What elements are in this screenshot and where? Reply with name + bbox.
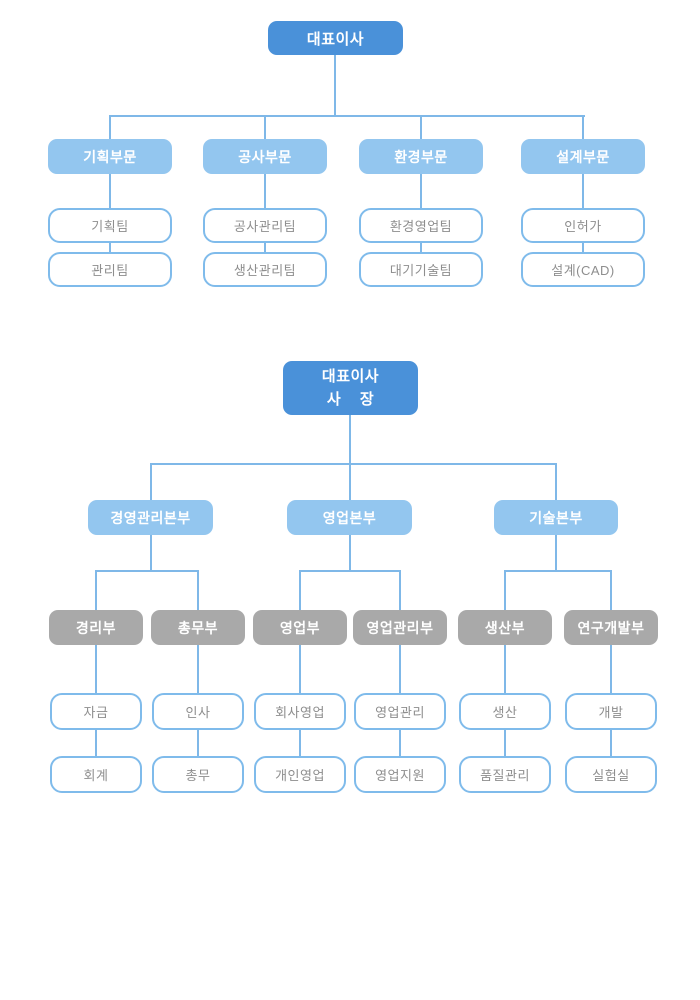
connector-vline bbox=[504, 570, 506, 611]
connector-vline bbox=[95, 645, 97, 694]
team-env-sales: 환경영업팀 bbox=[359, 208, 483, 243]
team-funds: 자금 bbox=[50, 693, 142, 730]
dept-design: 설계부문 bbox=[521, 139, 645, 174]
connector-vline bbox=[610, 645, 612, 694]
connector-vline bbox=[399, 570, 401, 611]
team-air-tech: 대기기술팀 bbox=[359, 252, 483, 287]
dept-construction: 공사부문 bbox=[203, 139, 327, 174]
ceo-box: 대표이사 bbox=[268, 21, 403, 55]
connector-vline bbox=[264, 174, 266, 210]
connector-vline bbox=[197, 645, 199, 694]
connector-vline bbox=[555, 535, 557, 571]
connector-vline bbox=[264, 115, 266, 141]
connector-vline bbox=[109, 174, 111, 210]
connector-vline bbox=[95, 570, 97, 611]
connector-vline bbox=[504, 729, 506, 757]
team-development: 개발 bbox=[565, 693, 657, 730]
connector-vline bbox=[150, 535, 152, 571]
div-management-hq: 경영관리본부 bbox=[88, 500, 213, 535]
connector-vline bbox=[109, 115, 111, 141]
connector-vline bbox=[420, 174, 422, 210]
connector-vline bbox=[299, 645, 301, 694]
connector-hline bbox=[504, 570, 612, 572]
team-production-mgmt: 생산관리팀 bbox=[203, 252, 327, 287]
team-lab: 실험실 bbox=[565, 756, 657, 793]
dept-environment: 환경부문 bbox=[359, 139, 483, 174]
connector-hline bbox=[109, 115, 585, 117]
connector-vline bbox=[582, 115, 584, 141]
dept-sales: 영업부 bbox=[253, 610, 347, 645]
connector-vline bbox=[299, 729, 301, 757]
connector-vline bbox=[582, 242, 584, 254]
dept-finance: 경리부 bbox=[49, 610, 143, 645]
root-title-line1: 대표이사 bbox=[321, 367, 380, 385]
team-construction-mgmt: 공사관리팀 bbox=[203, 208, 327, 243]
connector-vline bbox=[299, 570, 301, 611]
team-planning: 기획팀 bbox=[48, 208, 172, 243]
connector-vline bbox=[264, 242, 266, 254]
connector-vline bbox=[399, 645, 401, 694]
connector-vline bbox=[555, 463, 557, 501]
div-sales-hq: 영업본부 bbox=[287, 500, 412, 535]
connector-vline bbox=[150, 463, 152, 501]
connector-hline bbox=[95, 570, 199, 572]
connector-vline bbox=[349, 415, 351, 501]
connector-hline bbox=[299, 570, 401, 572]
connector-vline bbox=[610, 729, 612, 757]
connector-vline bbox=[420, 115, 422, 141]
team-quality: 품질관리 bbox=[459, 756, 551, 793]
team-general: 총무 bbox=[152, 756, 244, 793]
dept-general-affairs: 총무부 bbox=[151, 610, 245, 645]
team-design-cad: 설계(CAD) bbox=[521, 252, 645, 287]
connector-vline bbox=[399, 729, 401, 757]
connector-vline bbox=[610, 570, 612, 611]
root-title-line2: 사 장 bbox=[326, 391, 375, 408]
team-sales-mgmt: 영업관리 bbox=[354, 693, 446, 730]
connector-vline bbox=[197, 729, 199, 757]
connector-vline bbox=[95, 729, 97, 757]
dept-rnd: 연구개발부 bbox=[564, 610, 658, 645]
dept-sales-mgmt: 영업관리부 bbox=[353, 610, 447, 645]
dept-production: 생산부 bbox=[458, 610, 552, 645]
connector-vline bbox=[420, 242, 422, 254]
team-production: 생산 bbox=[459, 693, 551, 730]
connector-vline bbox=[582, 174, 584, 210]
connector-vline bbox=[109, 242, 111, 254]
dept-planning: 기획부문 bbox=[48, 139, 172, 174]
team-admin: 관리팀 bbox=[48, 252, 172, 287]
connector-vline bbox=[334, 55, 336, 115]
team-accounting: 회계 bbox=[50, 756, 142, 793]
ceo-president-box: 대표이사 사 장 bbox=[283, 361, 418, 415]
div-tech-hq: 기술본부 bbox=[494, 500, 618, 535]
connector-vline bbox=[197, 570, 199, 611]
team-hr: 인사 bbox=[152, 693, 244, 730]
team-sales-support: 영업지원 bbox=[354, 756, 446, 793]
connector-vline bbox=[349, 535, 351, 571]
team-corp-sales: 회사영업 bbox=[254, 693, 346, 730]
team-personal-sales: 개인영업 bbox=[254, 756, 346, 793]
team-licensing: 인허가 bbox=[521, 208, 645, 243]
connector-hline bbox=[150, 463, 557, 465]
connector-vline bbox=[504, 645, 506, 694]
